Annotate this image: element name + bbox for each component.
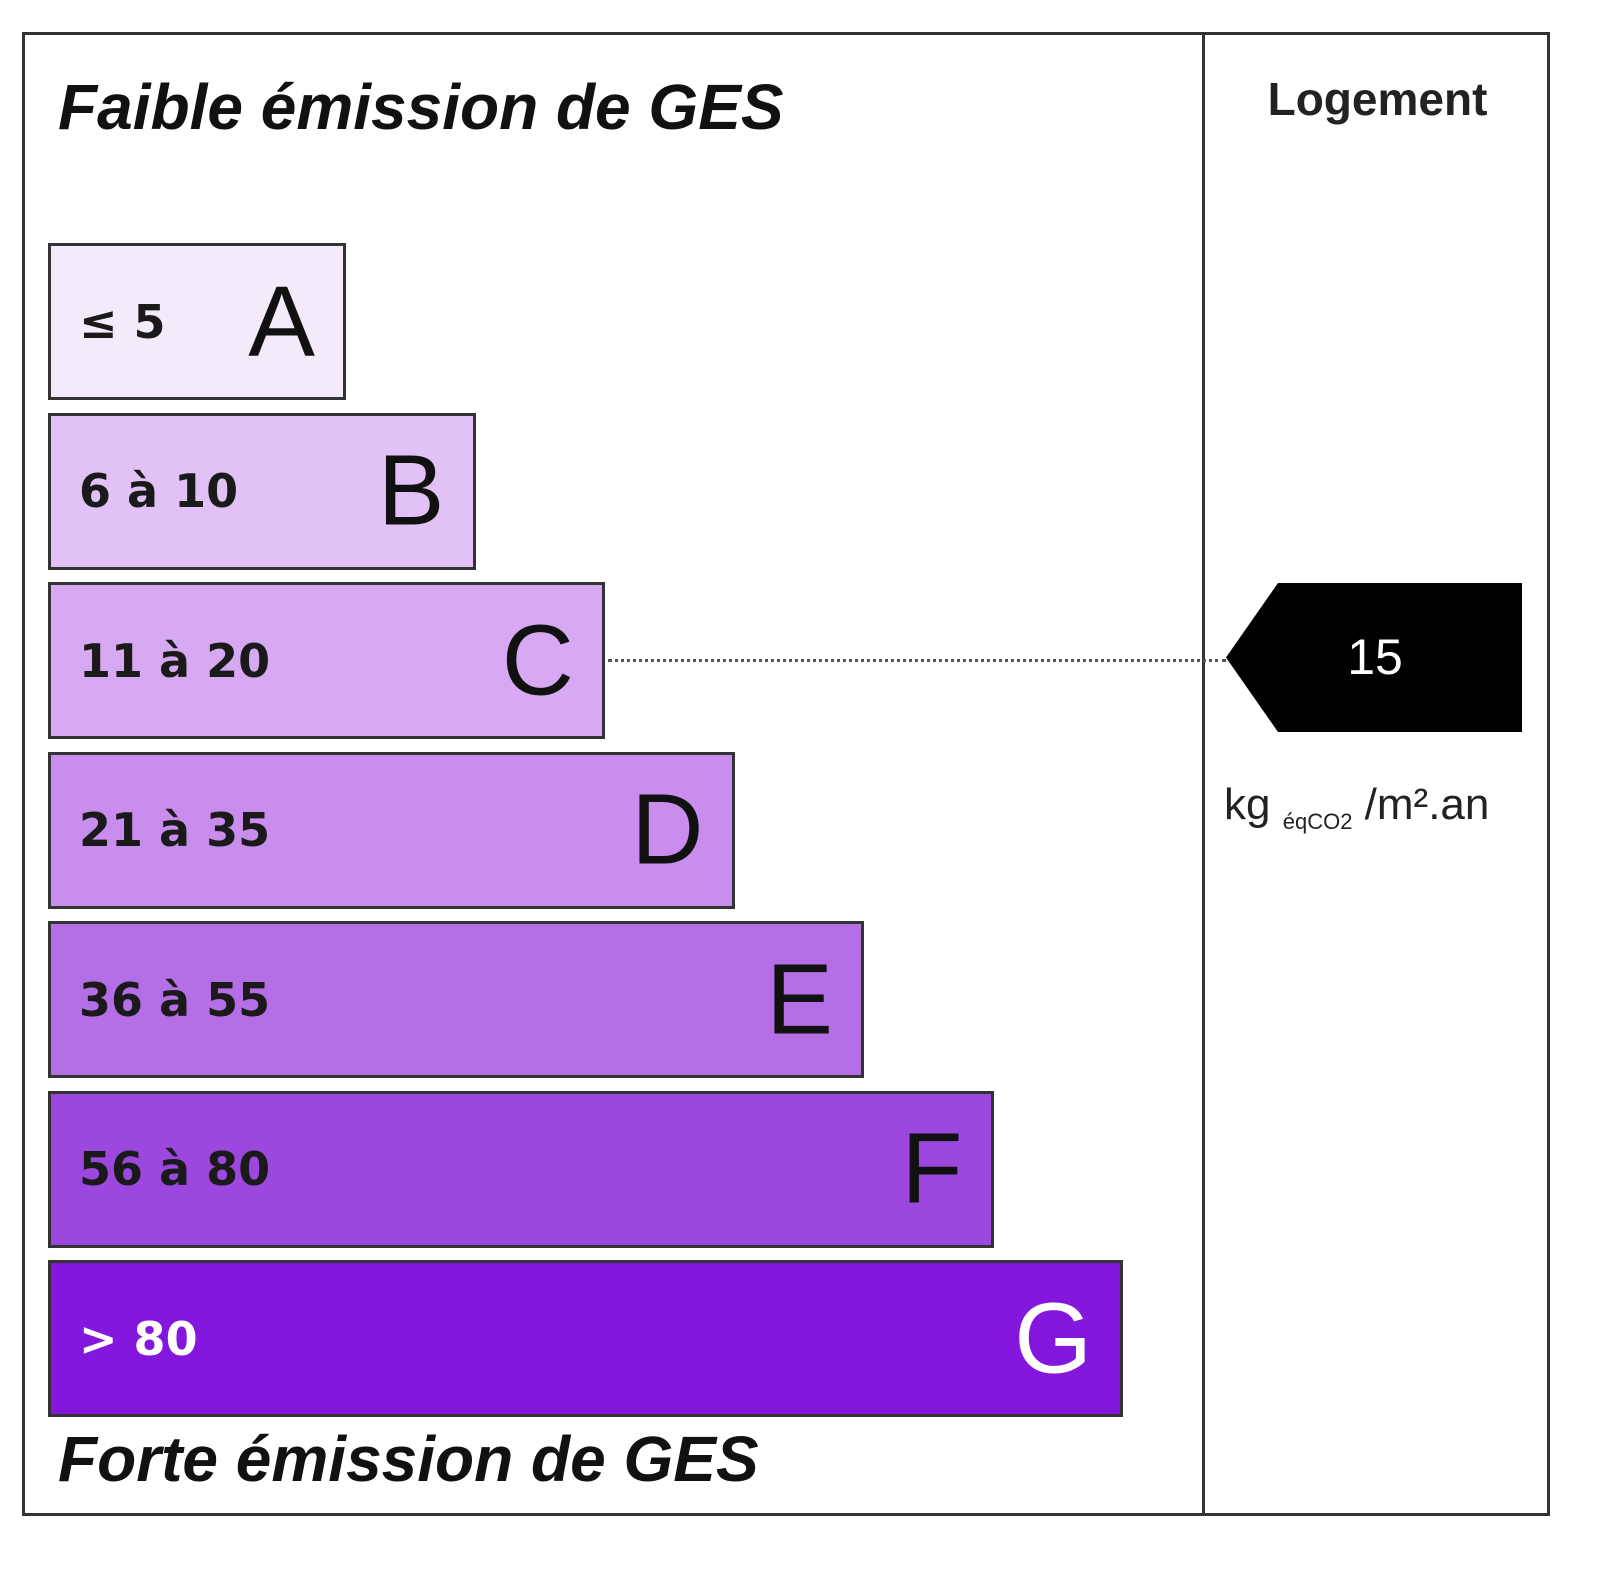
- class-range-label: > 80: [79, 1311, 198, 1366]
- value-label: 15: [1347, 629, 1403, 685]
- class-letter: G: [1014, 1282, 1092, 1394]
- class-bar-d: 21 à 35 D: [48, 751, 735, 909]
- class-letter: A: [248, 265, 315, 377]
- class-bar-b: 6 à 10 B: [48, 412, 476, 570]
- class-bar-f: 56 à 80 F: [48, 1090, 994, 1248]
- class-bar-e: 36 à 55 E: [48, 921, 864, 1078]
- class-letter: F: [901, 1112, 963, 1225]
- class-letter: C: [501, 604, 574, 716]
- unit-sub: éqCO2: [1282, 808, 1353, 834]
- label-frame: [22, 32, 1550, 1516]
- class-bar-c: 11 à 20 C: [48, 582, 605, 739]
- class-range-label: 21 à 35: [79, 803, 271, 857]
- unit-tail: /m².an: [1364, 780, 1490, 829]
- unit-label: kg éqCO2 /m².an: [1224, 780, 1489, 835]
- column-divider: [1202, 32, 1205, 1516]
- title-low-emission: Faible émission de GES: [58, 71, 784, 143]
- class-range-label: 56 à 80: [79, 1142, 271, 1196]
- class-range-label: ≤ 5: [79, 294, 166, 349]
- class-letter: E: [766, 943, 833, 1055]
- title-high-emission: Forte émission de GES: [58, 1423, 759, 1495]
- class-bar-g: > 80 G: [48, 1260, 1123, 1417]
- class-bar-a: ≤ 5 A: [48, 243, 346, 400]
- class-range-label: 36 à 55: [79, 972, 271, 1027]
- class-range-label: 11 à 20: [79, 633, 271, 688]
- value-arrow: [1226, 583, 1522, 732]
- column-header-logement: Logement: [1267, 73, 1488, 125]
- class-letter: D: [631, 773, 704, 886]
- unit-main: kg: [1224, 780, 1271, 829]
- class-range-label: 6 à 10: [79, 464, 239, 518]
- class-letter: B: [377, 434, 445, 547]
- value-indicator-line: [608, 659, 1226, 662]
